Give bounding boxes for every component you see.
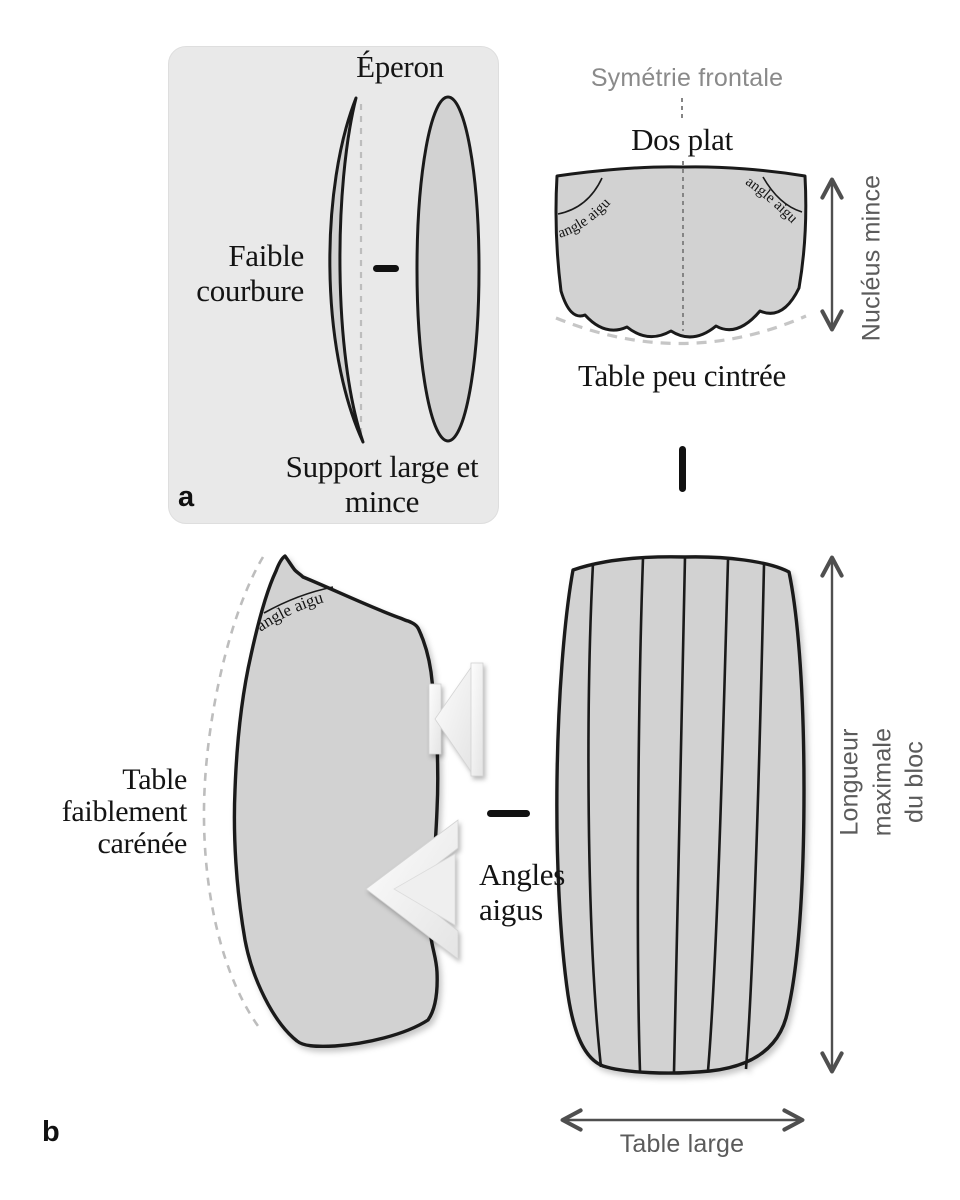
panel-b-tag: b (42, 1116, 60, 1148)
longueur-maximale-label: Longueur maximale du bloc (835, 727, 929, 837)
table-curvature-dashed-arc (555, 314, 807, 346)
core-cross-section-shape (554, 165, 808, 339)
table-large-label: Table large (619, 1130, 745, 1158)
blade-side-view-shape (328, 96, 365, 444)
support-large-label: Support large et mince (285, 449, 479, 519)
blade-scar-lines (587, 556, 766, 1073)
blade-front-view-shape (415, 95, 481, 443)
table-faiblement-carenee-label: Table faiblement carénée (61, 763, 188, 861)
symetrie-frontale-label: Symétrie frontale (590, 64, 784, 92)
faible-courbure-label: Faible courbure (196, 238, 304, 308)
lower-pressure-arrow (365, 819, 459, 960)
table-peu-cintree-label: Table peu cintrée (578, 358, 786, 393)
panel-a-tag: a (178, 481, 195, 513)
eperon-label: Éperon (356, 49, 444, 84)
angles-aigus-label: Angles aigus (479, 857, 566, 927)
dos-plat-label: Dos plat (631, 122, 733, 157)
vertical-bar-separator (679, 446, 686, 492)
acute-angle-arc-core-side (263, 586, 334, 614)
acute-angle-arc-right (762, 176, 803, 213)
acute-angle-arc-left (557, 177, 603, 215)
minus-sign-panel-b (487, 810, 530, 817)
carinated-table-dashed-curve (202, 556, 265, 1027)
minus-sign-panel-a (373, 265, 399, 272)
upper-pressure-arrow (428, 662, 484, 777)
core-side-view-shape (232, 554, 440, 1049)
nucleus-mince-label: Nucléus mince (857, 174, 886, 342)
